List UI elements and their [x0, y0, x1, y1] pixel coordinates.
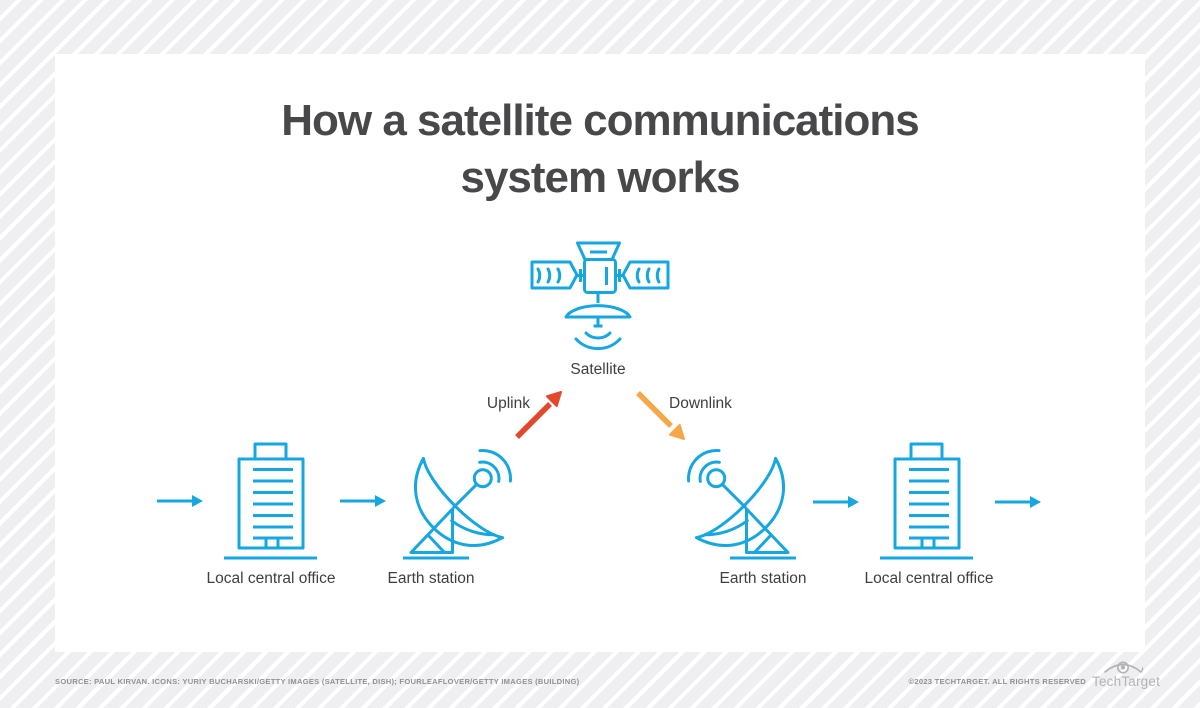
- node-label-local-central-office-right: Local central office: [864, 570, 994, 587]
- node-label-local-central-office-left: Local central office: [206, 570, 336, 587]
- right-arrow-icon-4: [993, 494, 1043, 510]
- up-right-arrow-icon: [515, 391, 562, 439]
- infographic-card: How a satellite communications system wo…: [55, 54, 1145, 652]
- node-label-earth-station-left: Earth station: [387, 570, 475, 587]
- downlink-label: Downlink: [669, 395, 732, 412]
- office-building-icon-right: [878, 442, 975, 560]
- page-title-line1: How a satellite communications: [281, 96, 919, 145]
- techtarget-eye-icon: [1104, 661, 1144, 674]
- satellite-dish-icon-right: [655, 417, 807, 569]
- satellite-icon: [530, 241, 670, 351]
- uplink-label: Uplink: [486, 395, 530, 412]
- copyright-text: ©2023 TECHTARGET. ALL RIGHTS RESERVED: [908, 677, 1086, 686]
- down-right-arrow-icon: [636, 391, 685, 440]
- node-label-earth-station-right: Earth station: [719, 570, 807, 587]
- right-arrow-icon-1: [155, 493, 205, 509]
- office-building-icon-left: [222, 442, 319, 560]
- techtarget-wordmark: TechTarget: [1092, 674, 1161, 689]
- satellite-dish-icon-left: [392, 417, 544, 569]
- source-credit: SOURCE: PAUL KIRVAN. ICONS: YURIY BUCHAR…: [55, 677, 580, 686]
- right-arrow-icon-3: [811, 494, 861, 510]
- techtarget-logo: TechTarget: [1092, 659, 1161, 689]
- right-arrow-icon-2: [338, 493, 388, 509]
- page-title: How a satellite communications system wo…: [55, 92, 1145, 206]
- page-title-line2: system works: [460, 153, 740, 203]
- satellite-label: Satellite: [570, 361, 626, 378]
